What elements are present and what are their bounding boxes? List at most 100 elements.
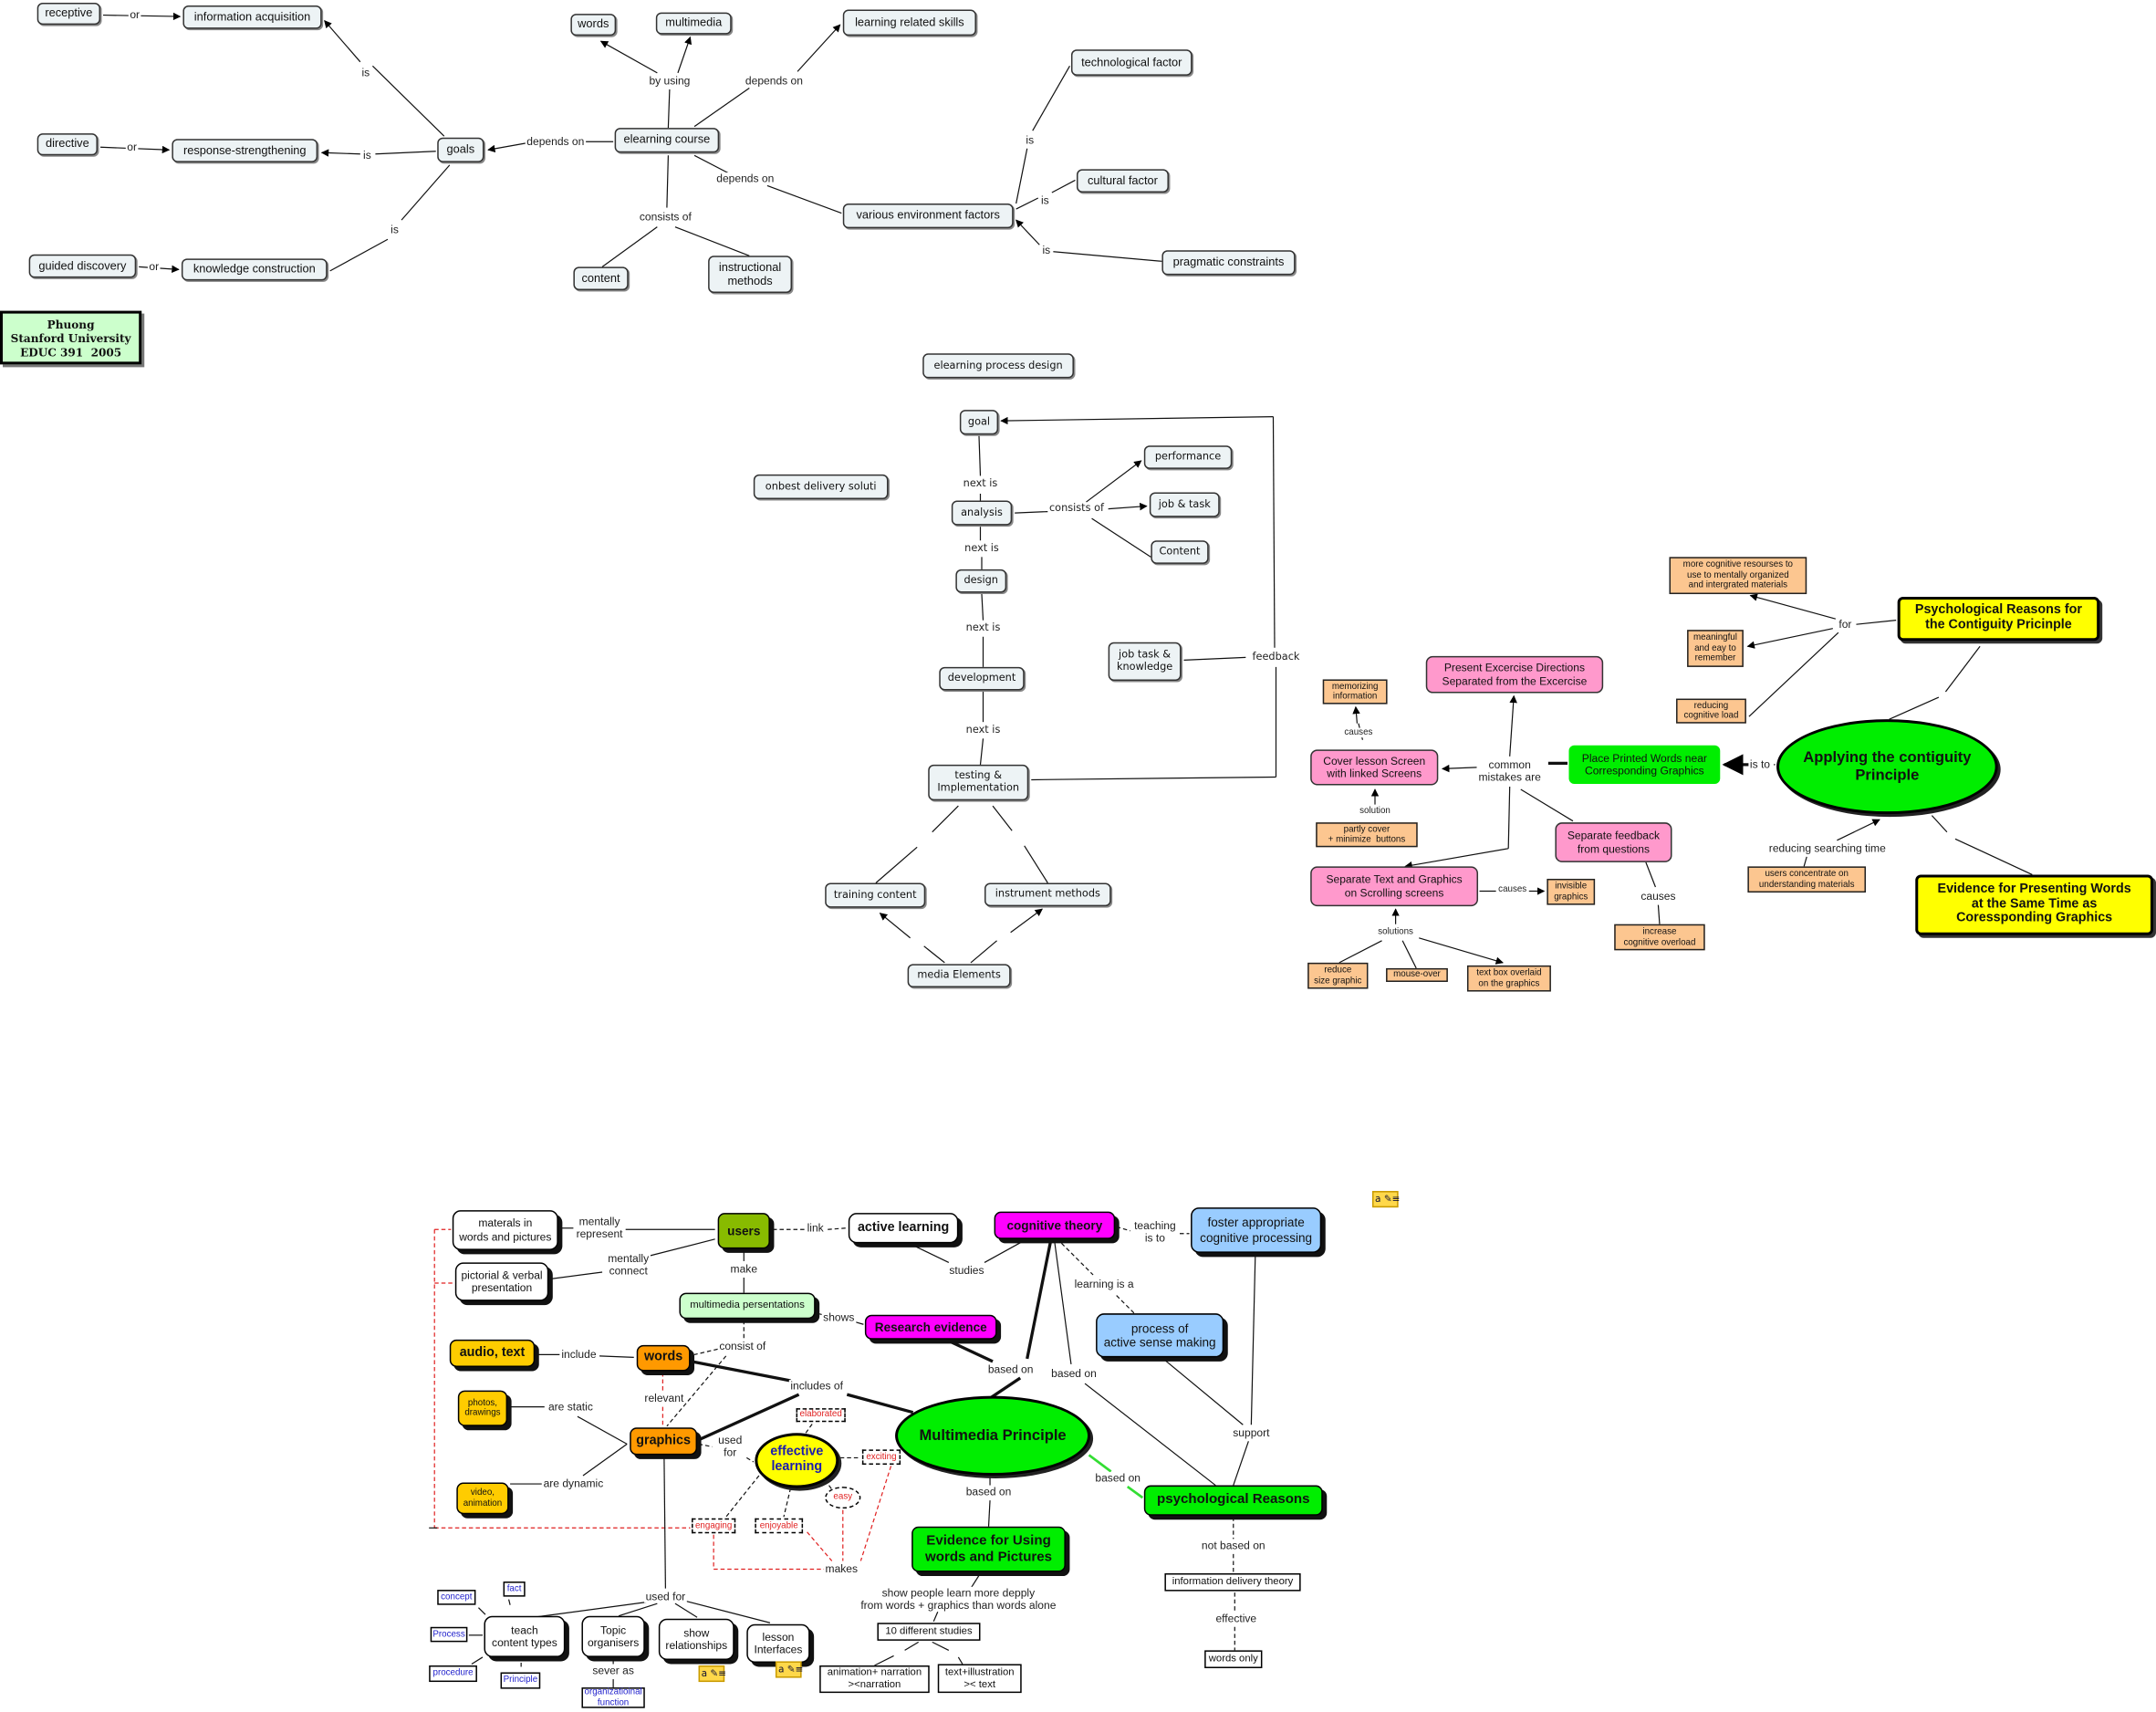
concept-node-wordsonly[interactable]: words only [1204, 1650, 1263, 1668]
concept-node-exciting[interactable]: exciting [861, 1449, 901, 1465]
concept-node-content2[interactable]: Content [1151, 540, 1209, 564]
concept-node-tech[interactable]: technological factor [1070, 49, 1193, 76]
concept-node-design[interactable]: design [955, 569, 1007, 593]
link-label: consists of [638, 211, 693, 224]
concept-node-mouseover[interactable]: mouse-over [1386, 967, 1448, 982]
concept-node-receptive[interactable]: receptive [36, 3, 101, 26]
concept-node-topic[interactable]: Topic organisers [581, 1615, 645, 1657]
concept-node-guided[interactable]: guided discovery [28, 254, 137, 278]
concept-node-morecog[interactable]: more cognitive resourses to use to menta… [1669, 557, 1807, 595]
concept-node-development[interactable]: development [939, 666, 1025, 691]
concept-node-words2[interactable]: words [636, 1344, 691, 1372]
concept-node-infoacq[interactable]: information acquisition [182, 5, 322, 29]
concept-node-process[interactable]: process of active sense making [1096, 1313, 1224, 1358]
concept-node-mmprinciple[interactable]: Multimedia Principle [895, 1395, 1091, 1477]
concept-node-pragmatic[interactable]: pragmatic constraints [1161, 250, 1296, 276]
concept-node-infodel[interactable]: information delivery theory [1164, 1573, 1301, 1592]
concept-node-evpresent[interactable]: Evidence for Presenting Words at the Sam… [1915, 874, 2153, 935]
concept-node-testing[interactable]: testing & Implementation [928, 764, 1029, 801]
concept-node-engaging[interactable]: engaging [692, 1518, 736, 1534]
concept-text: reducing cognitive load [1683, 700, 1739, 721]
concept-node-video[interactable]: video, animation [456, 1482, 509, 1515]
concept-node-elaborated[interactable]: elaborated [796, 1408, 846, 1423]
concept-node-users2[interactable]: users concentrate on understanding mater… [1747, 866, 1866, 893]
concept-node-septext[interactable]: Separate Text and Graphics on Scrolling … [1310, 866, 1479, 907]
concept-node-orgfn[interactable]: organizatioinal function [581, 1687, 645, 1708]
concept-node-meaningful[interactable]: meaningful and eay to remember [1687, 630, 1744, 667]
concept-node-pictorial[interactable]: pictorial & verbal presentation [454, 1262, 549, 1301]
concept-node-invisible[interactable]: invisible graphics [1547, 878, 1596, 905]
concept-node-instr[interactable]: instructional methods [708, 256, 793, 293]
concept-node-cover[interactable]: Cover lesson Screen with linked Screens [1310, 749, 1439, 786]
concept-node-jobtask[interactable]: job & task [1149, 492, 1220, 517]
link-label: common mistakes are [1477, 758, 1543, 785]
concept-node-partly[interactable]: partly cover + minimize buttons [1316, 822, 1418, 848]
arrow-connector [1419, 937, 1504, 965]
link-label: include [559, 1348, 599, 1362]
concept-node-goals[interactable]: goals [437, 137, 484, 162]
concept-node-jtk[interactable]: job task & knowledge [1108, 642, 1182, 681]
concept-node-materials[interactable]: materals in words and pictures [452, 1210, 558, 1250]
concept-node-textbox[interactable]: text box overlaid on the graphics [1466, 965, 1551, 992]
connector-line [1338, 940, 1382, 964]
concept-node-anim[interactable]: animation+ narration ><narration [819, 1665, 930, 1694]
concept-node-epd[interactable]: elearning process design [922, 353, 1074, 379]
concept-node-directive[interactable]: directive [36, 133, 98, 156]
concept-node-memorizing[interactable]: memorizing information [1322, 679, 1388, 705]
concept-node-onbest[interactable]: onbest delivery soluti [753, 474, 889, 500]
concept-node-multimedia[interactable]: multimedia [655, 12, 732, 35]
concept-node-evusing[interactable]: Evidence for Using words and Pictures [911, 1526, 1066, 1572]
concept-node-procedure[interactable]: procedure [429, 1665, 477, 1683]
concept-node-reducingcl[interactable]: reducing cognitive load [1676, 698, 1746, 724]
concept-node-enjoyable[interactable]: enjoyable [755, 1518, 804, 1534]
concept-node-cultural[interactable]: cultural factor [1076, 169, 1169, 193]
note-icon[interactable]: a ✎≡ [698, 1665, 726, 1683]
concept-node-effective[interactable]: effective learning [755, 1433, 839, 1488]
concept-node-easy[interactable]: easy [825, 1487, 861, 1509]
concept-node-psychR[interactable]: psychological Reasons [1143, 1485, 1323, 1516]
concept-node-graphics[interactable]: graphics [630, 1427, 698, 1456]
note-icon[interactable]: a ✎≡ [775, 1661, 803, 1678]
concept-node-tenstudies[interactable]: 10 different studies [877, 1623, 981, 1641]
concept-node-teach[interactable]: teach content types [484, 1615, 566, 1657]
concept-node-words1[interactable]: words [570, 14, 617, 37]
concept-node-photos[interactable]: photos, drawings [457, 1390, 508, 1426]
concept-node-analysis[interactable]: analysis [951, 500, 1013, 526]
concept-node-processq[interactable]: Process [430, 1626, 468, 1643]
concept-node-research[interactable]: Research evidence [864, 1314, 997, 1340]
concept-node-goal[interactable]: goal [959, 410, 999, 435]
concept-node-place[interactable]: Place Printed Words near Corresponding G… [1568, 745, 1721, 784]
concept-node-fact[interactable]: fact [503, 1582, 526, 1597]
concept-node-various[interactable]: various environment factors [842, 204, 1014, 229]
concept-node-performance[interactable]: performance [1143, 445, 1233, 469]
note-icon[interactable]: a ✎≡ [1371, 1191, 1401, 1208]
concept-node-sepfb[interactable]: Separate feedback from questions [1555, 822, 1672, 862]
concept-node-principle[interactable]: Principle [500, 1672, 541, 1689]
concept-node-textill[interactable]: text+illustration >< text [937, 1664, 1022, 1694]
concept-node-reduce[interactable]: reduce size graphic [1307, 962, 1369, 989]
concept-node-training[interactable]: training content [825, 882, 926, 908]
author-credit[interactable]: Phuong Stanford University EDUC 391 2005 [0, 310, 142, 365]
concept-node-audio[interactable]: audio, text [449, 1339, 536, 1367]
concept-node-content1[interactable]: content [573, 266, 629, 290]
concept-node-resp[interactable]: response-strengthening [172, 139, 318, 162]
concept-node-concept[interactable]: concept [437, 1590, 476, 1605]
concept-node-present[interactable]: Present Excercise Directions Separated f… [1425, 655, 1604, 694]
concept-node-media[interactable]: media Elements [907, 964, 1011, 988]
concept-node-elearning[interactable]: elearning course [614, 128, 720, 153]
concept-node-applying[interactable]: Applying the contiguity Principle [1776, 719, 1998, 815]
concept-node-foster[interactable]: foster appropriate cognitive processing [1191, 1207, 1322, 1253]
concept-node-skills[interactable]: learning related skills [842, 9, 976, 37]
concept-node-mmpres[interactable]: multimedia persentations [679, 1292, 816, 1320]
concept-node-lesson[interactable]: lesson Interfaces [746, 1623, 810, 1663]
concept-node-cogtheory[interactable]: cognitive theory [994, 1211, 1116, 1239]
concept-node-users[interactable]: users [717, 1213, 770, 1249]
concept-node-psychcont[interactable]: Psychological Reasons for the Contiguity… [1897, 597, 2100, 642]
connector-line [1091, 517, 1151, 558]
concept-node-increase[interactable]: increase cognitive overload [1614, 924, 1705, 951]
concept-node-instrument[interactable]: instrument methods [984, 882, 1111, 907]
link-label: learning is a [1073, 1278, 1136, 1291]
concept-node-knowledge[interactable]: knowledge construction [181, 258, 328, 281]
concept-node-showrel[interactable]: show relationships [658, 1618, 734, 1660]
concept-node-active[interactable]: active learning [848, 1213, 959, 1244]
